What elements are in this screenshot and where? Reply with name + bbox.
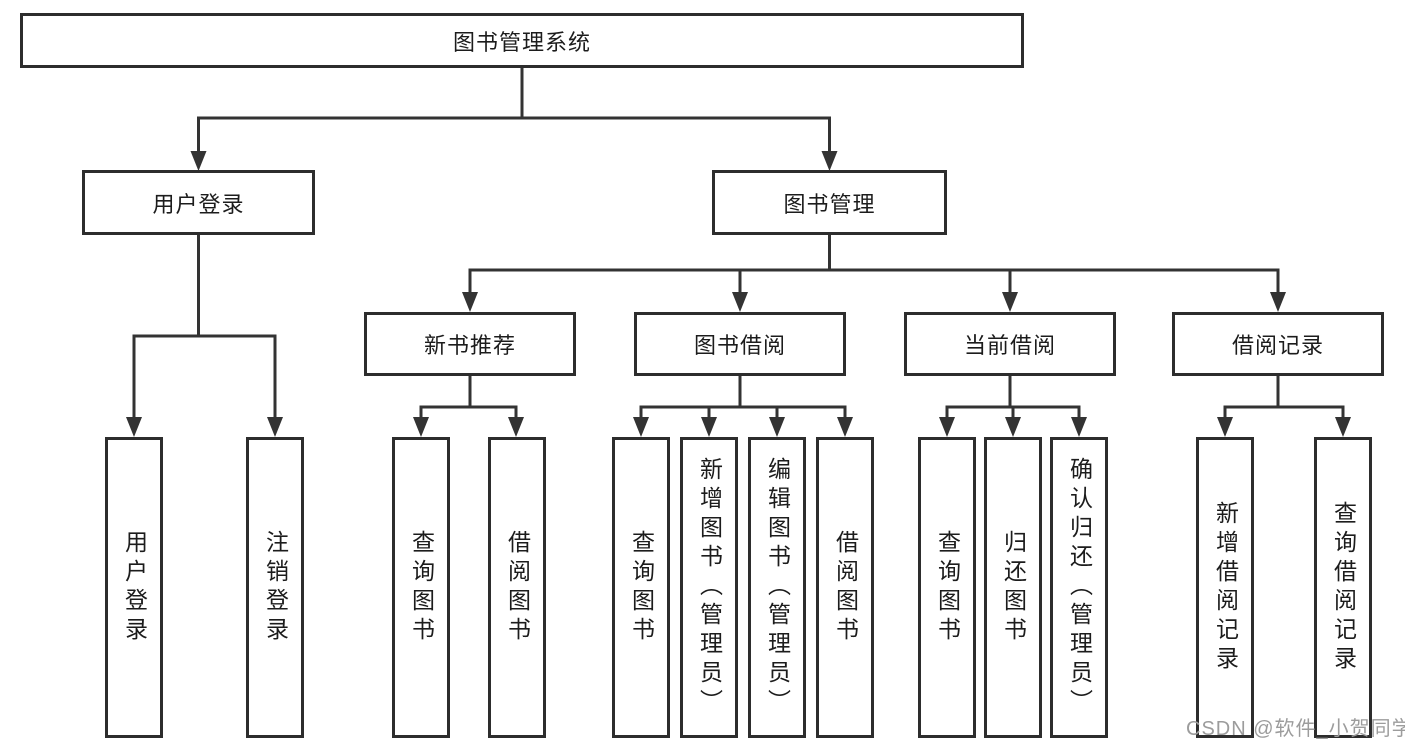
connector-new-book-recommend-children xyxy=(419,374,518,421)
node-leaf-add-borrow-record: 新增借阅记录 xyxy=(1196,437,1254,738)
node-root-system: 图书管理系统 xyxy=(20,13,1024,68)
arrowhead xyxy=(769,417,785,437)
node-borrow-record: 借阅记录 xyxy=(1172,312,1384,376)
arrowhead xyxy=(701,417,717,437)
connector-book-management-children xyxy=(468,233,1280,296)
arrowhead xyxy=(821,151,838,171)
node-book-management: 图书管理 xyxy=(712,170,947,235)
node-leaf-query-books-1: 查询图书 xyxy=(392,437,450,738)
node-leaf-query-books-2: 查询图书 xyxy=(612,437,670,738)
arrowhead xyxy=(837,417,853,437)
node-leaf-query-books-3: 查询图书 xyxy=(918,437,976,738)
arrowhead xyxy=(190,151,207,171)
arrowhead xyxy=(1217,417,1233,437)
arrowhead xyxy=(1071,417,1087,437)
connector-borrow-record-children xyxy=(1223,374,1345,421)
arrowhead xyxy=(1270,292,1286,312)
arrowhead xyxy=(462,292,478,312)
arrowhead xyxy=(1002,292,1018,312)
arrowhead xyxy=(1005,417,1021,437)
node-leaf-borrow-books-2: 借阅图书 xyxy=(816,437,874,738)
node-leaf-query-borrow-record: 查询借阅记录 xyxy=(1314,437,1372,738)
node-current-borrow: 当前借阅 xyxy=(904,312,1116,376)
csdn-watermark: CSDN @软件_小贺同学 xyxy=(1186,718,1405,740)
node-book-borrow: 图书借阅 xyxy=(634,312,846,376)
arrowhead xyxy=(633,417,649,437)
arrowhead xyxy=(267,417,283,437)
node-leaf-logout: 注销登录 xyxy=(246,437,304,738)
connector-root-to-level2 xyxy=(197,66,831,155)
node-new-book-recommend: 新书推荐 xyxy=(364,312,576,376)
arrowhead xyxy=(508,417,524,437)
connector-current-borrow-children xyxy=(945,374,1081,421)
arrowhead xyxy=(126,417,142,437)
arrowhead xyxy=(939,417,955,437)
node-leaf-return-books: 归还图书 xyxy=(984,437,1042,738)
arrowhead xyxy=(732,292,748,312)
node-leaf-edit-books-admin: 编辑图书（管理员） xyxy=(748,437,806,738)
arrowheads xyxy=(126,151,1351,437)
arrowhead xyxy=(413,417,429,437)
node-leaf-add-books-admin: 新增图书（管理员） xyxy=(680,437,738,738)
connector-user-login-children xyxy=(132,233,277,421)
node-leaf-confirm-return-admin: 确认归还（管理员） xyxy=(1050,437,1108,738)
node-leaf-user-login: 用户登录 xyxy=(105,437,163,738)
arrowhead xyxy=(1335,417,1351,437)
node-leaf-borrow-books-1: 借阅图书 xyxy=(488,437,546,738)
node-user-login: 用户登录 xyxy=(82,170,315,235)
connector-book-borrow-children xyxy=(639,374,847,421)
